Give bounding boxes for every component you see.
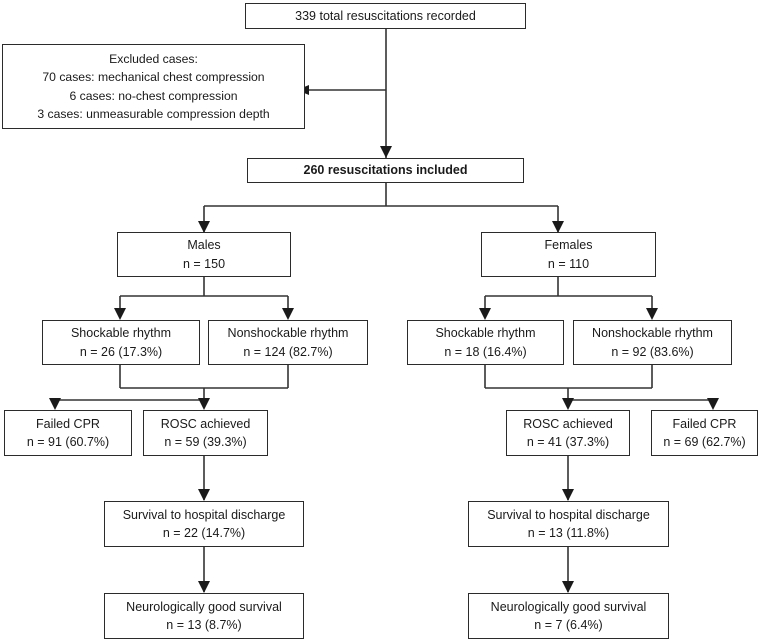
arrowhead-to-female-neuro: [562, 581, 574, 593]
node-total-line1: 339 total resuscitations recorded: [295, 8, 476, 23]
node-included-line1: 260 resuscitations included: [303, 163, 468, 178]
arrowhead-to-male-nonshockable: [282, 308, 294, 320]
arrowhead-to-female-nonshockable: [646, 308, 658, 320]
node-female-neurologically-good-survival[interactable]: Neurologically good survival n = 7 (6.4%…: [468, 593, 669, 639]
node-excluded-cases[interactable]: Excluded cases: 70 cases: mechanical che…: [2, 44, 305, 129]
node-male-rosc-achieved[interactable]: ROSC achieved n = 59 (39.3%): [143, 410, 268, 456]
node-male-rosc-line1: ROSC achieved: [160, 416, 251, 431]
node-male-nonshockable-line1: Nonshockable rhythm: [227, 326, 349, 341]
arrowhead-to-female-failed-cpr: [707, 398, 719, 410]
arrowhead-to-male-neuro: [198, 581, 210, 593]
node-male-neuro-line1: Neurologically good survival: [126, 599, 282, 614]
node-male-survival-discharge[interactable]: Survival to hospital discharge n = 22 (1…: [104, 501, 304, 547]
arrowhead-to-included: [380, 146, 392, 158]
node-female-survival-discharge[interactable]: Survival to hospital discharge n = 13 (1…: [468, 501, 669, 547]
node-female-neuro-line2: n = 7 (6.4%): [534, 618, 603, 632]
node-excluded-line1: Excluded cases:: [109, 51, 198, 66]
node-female-shockable-rhythm[interactable]: Shockable rhythm n = 18 (16.4%): [407, 320, 564, 365]
node-female-failed-cpr-line1: Failed CPR: [672, 416, 737, 431]
node-male-nonshockable-rhythm[interactable]: Nonshockable rhythm n = 124 (82.7%): [208, 320, 368, 365]
node-males[interactable]: Males n = 150: [117, 232, 291, 277]
arrowhead-to-males: [198, 221, 210, 233]
node-male-neuro-line2: n = 13 (8.7%): [166, 618, 242, 632]
node-male-failed-cpr[interactable]: Failed CPR n = 91 (60.7%): [4, 410, 132, 456]
node-female-nonshockable-line1: Nonshockable rhythm: [592, 326, 713, 341]
node-female-failed-cpr[interactable]: Failed CPR n = 69 (62.7%): [651, 410, 758, 456]
node-male-neurologically-good-survival[interactable]: Neurologically good survival n = 13 (8.7…: [104, 593, 304, 639]
node-females-line1: Females: [544, 238, 593, 253]
arrowhead-to-female-survival: [562, 489, 574, 501]
node-male-shockable-line2: n = 26 (17.3%): [79, 344, 163, 359]
node-female-survival-line1: Survival to hospital discharge: [487, 507, 650, 522]
arrowhead-to-females: [552, 221, 564, 233]
node-female-neuro-line1: Neurologically good survival: [490, 599, 647, 614]
node-male-survival-line1: Survival to hospital discharge: [122, 507, 286, 522]
arrowhead-to-female-rosc: [562, 398, 574, 410]
node-female-shockable-line2: n = 18 (16.4%): [444, 344, 527, 359]
node-female-rosc-line2: n = 41 (37.3%): [526, 435, 610, 449]
node-female-shockable-line1: Shockable rhythm: [435, 326, 536, 341]
node-male-failed-cpr-line1: Failed CPR: [36, 416, 100, 431]
node-male-shockable-line1: Shockable rhythm: [70, 326, 172, 341]
node-included-resuscitations[interactable]: 260 resuscitations included: [247, 158, 524, 183]
node-female-rosc-achieved[interactable]: ROSC achieved n = 41 (37.3%): [506, 410, 630, 456]
arrowhead-to-male-rosc: [198, 398, 210, 410]
node-male-nonshockable-line2: n = 124 (82.7%): [243, 344, 333, 359]
node-male-failed-cpr-line2: n = 91 (60.7%): [26, 435, 110, 449]
arrowhead-to-male-shockable: [114, 308, 126, 320]
node-male-survival-line2: n = 22 (14.7%): [162, 526, 246, 540]
arrowhead-to-male-survival: [198, 489, 210, 501]
node-males-line2: n = 150: [182, 256, 226, 271]
node-females-line2: n = 110: [547, 256, 590, 271]
arrowhead-to-female-shockable: [479, 308, 491, 320]
node-male-rosc-line2: n = 59 (39.3%): [164, 435, 247, 449]
node-female-rosc-line1: ROSC achieved: [523, 416, 613, 431]
arrowhead-to-male-failed-cpr: [49, 398, 61, 410]
node-male-shockable-rhythm[interactable]: Shockable rhythm n = 26 (17.3%): [42, 320, 200, 365]
node-female-nonshockable-rhythm[interactable]: Nonshockable rhythm n = 92 (83.6%): [573, 320, 732, 365]
node-female-failed-cpr-line2: n = 69 (62.7%): [663, 435, 746, 449]
node-excluded-line4: 3 cases: unmeasurable compression depth: [37, 106, 270, 121]
node-excluded-line2: 70 cases: mechanical chest compression: [42, 70, 265, 85]
node-females[interactable]: Females n = 110: [481, 232, 656, 277]
node-female-nonshockable-line2: n = 92 (83.6%): [611, 344, 694, 359]
node-total-resuscitations[interactable]: 339 total resuscitations recorded: [245, 3, 526, 29]
node-excluded-line3: 6 cases: no-chest compression: [69, 88, 238, 103]
node-males-line1: Males: [187, 238, 221, 253]
node-female-survival-line2: n = 13 (11.8%): [527, 526, 610, 540]
